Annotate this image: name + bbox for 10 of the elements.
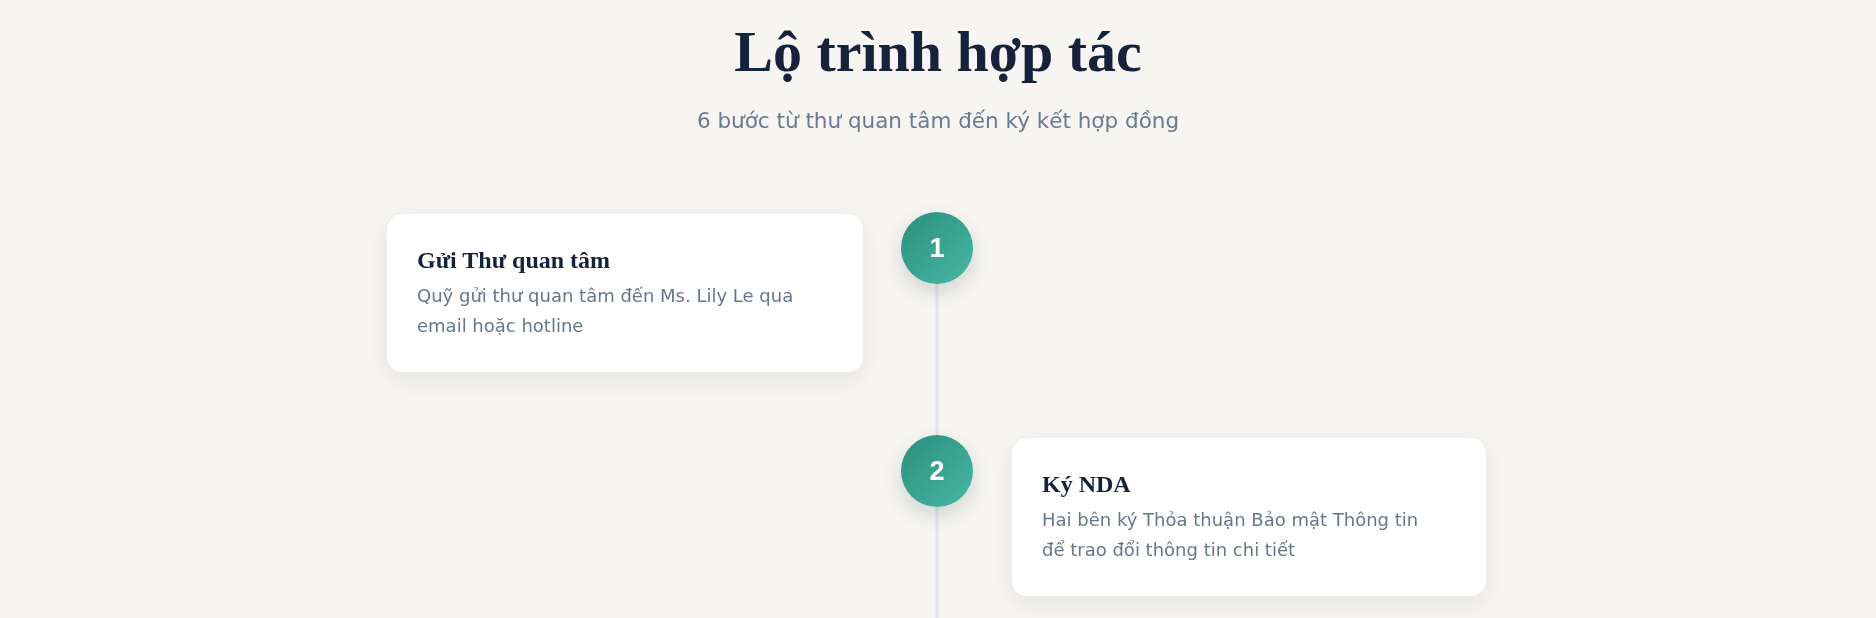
step-number-marker: 1 bbox=[901, 212, 973, 284]
step-title: Gửi Thư quan tâm bbox=[417, 246, 611, 275]
step-description: Hai bên ký Thỏa thuận Bảo mật Thông tin để trao đổi thông tin chi tiết bbox=[1042, 508, 1420, 562]
step-number-marker: 2 bbox=[901, 435, 973, 507]
step-card bbox=[1011, 437, 1487, 597]
page-subtitle: 6 bước từ thư quan tâm đến ký kết hợp đồng bbox=[696, 107, 1180, 135]
page-title: Lộ trình hợp tác bbox=[734, 18, 1142, 86]
step-card bbox=[386, 213, 864, 373]
step-title: Ký NDA bbox=[1042, 470, 1131, 499]
step-description: Quỹ gửi thư quan tâm đến Ms. Lily Le qua email hoặc hotline bbox=[417, 284, 795, 338]
